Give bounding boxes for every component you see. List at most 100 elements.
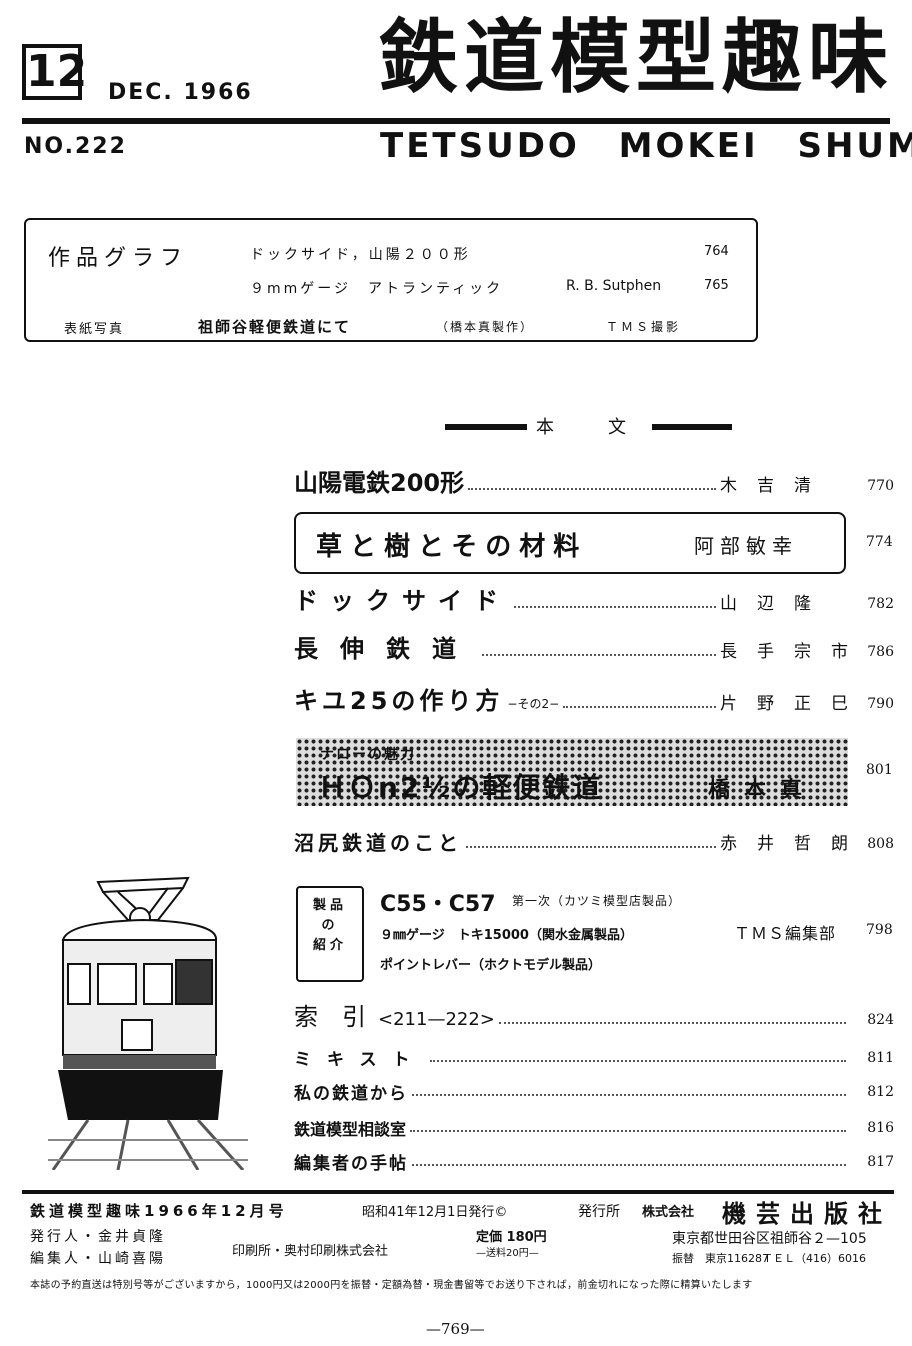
toc-title: 私の鉄道から [294,1084,408,1104]
graph-item-title[interactable]: ドックサイド，山陽２００形 [250,247,471,263]
toc-page: 790 [867,696,894,712]
toc-page: 808 [867,836,894,852]
section-bar-right [652,424,732,430]
publisher-account: 振替 東京116287 [672,1252,769,1265]
graph-label: 作品グラフ [48,246,189,271]
issue-serial: NO.222 [24,134,127,159]
cover-label: 表紙写真 [64,322,125,337]
footer-rule [22,1190,894,1194]
cover-maker: （橋本真製作） [436,320,535,334]
graph-item-title[interactable]: ９mmゲージ アトランティック [250,281,504,297]
graph-item-author: R. B. Sutphen [566,278,662,294]
colophon-issue: 鉄道模型趣味1966年12月号 [30,1202,288,1220]
toc-title: 山陽電鉄200形 [294,469,465,497]
narrow-gauge-entry[interactable]: ナローの魅力 ＨＯn2½の軽便鉄道 橋本真 [296,738,848,806]
graph-item-page: 765 [704,278,729,293]
toc-page: 770 [867,478,894,494]
colophon-issuer: 発行人・金井貞隆 [30,1229,166,1245]
toc-subtitle: −その2− [507,697,560,711]
publisher-kind: 株式会社 [642,1205,695,1220]
products-author: ＴＭＳ編集部 [734,924,837,943]
feature-page: 774 [866,534,893,550]
graph-section: 作品グラフ ドックサイド，山陽２００形 764 ９mmゲージ アトランティック … [24,218,758,342]
magazine-title-en: TETSUDO MOKEI SHUMI [380,126,912,166]
toc-page: 817 [867,1154,894,1170]
toc-entry[interactable]: ミキスト 811 [294,1034,894,1070]
leader-dots [514,606,716,608]
magazine-title-jp: 鉄道模型趣味 [378,11,894,104]
leader-dots [482,654,716,656]
feature-entry[interactable]: 草と樹とその材料 阿部敏幸 [294,512,846,574]
section-bar-left [445,424,527,430]
toc-entry[interactable]: 山陽電鉄200形 木吉清 770 [294,462,894,498]
narrow-title: ＨＯn2½の軽便鉄道 [318,771,603,804]
page-number: —769— [426,1320,485,1338]
toc-page: 824 [867,1012,894,1028]
products-label-box: 製品 の 紹介 [296,886,364,982]
toc-title: 索 引 [294,1003,366,1031]
products-page: 798 [866,922,893,938]
toc-page: 816 [867,1120,894,1136]
issue-number: 12 [22,44,87,100]
toc-entry[interactable]: 長伸鉄道 長手宗市 786 [294,628,894,664]
leader-dots [468,488,716,490]
toc-author: 山辺隆 [720,594,831,614]
toc-page: 782 [867,596,894,612]
colophon-editor: 編集人・山崎喜陽 [30,1251,166,1267]
publisher-address: 東京都世田谷区祖師谷２—105 [672,1231,867,1247]
toc-entry[interactable]: ドックサイド 山辺隆 782 [294,580,894,616]
train-illustration [48,876,248,1170]
leader-dots [410,1130,846,1132]
subscription-note: 本誌の予約直送は特別号等がございますから，1000円又は2000円を振替・定額為… [30,1280,753,1291]
cover-title: 祖師谷軽便鉄道にて [198,318,352,336]
leader-dots [412,1164,846,1166]
product-c55-c57[interactable]: C55・C57 [380,892,496,917]
leader-dots [466,846,716,848]
toc-title: 鉄道模型相談室 [294,1120,407,1139]
cover-photo-credit: ＴＭＳ撮影 [606,320,682,334]
toc-entry[interactable]: 私の鉄道から 812 [294,1068,894,1104]
leader-dots [563,706,716,708]
publisher-name: 機芸出版社 [722,1200,892,1228]
feature-author: 阿部敏幸 [694,534,798,558]
toc-author: 片野正巳 [720,694,868,714]
product-point-lever[interactable]: ポイントレバー（ホクトモデル製品） [380,958,602,973]
leader-dots [498,1022,846,1024]
publisher-tel: ＴＥＬ（416）6016 [762,1252,866,1265]
toc-subtitle: <211—222> [378,1009,495,1030]
toc-title: 編集者の手帖 [294,1154,408,1174]
publisher-label: 発行所 [578,1204,620,1220]
toc-entry[interactable]: 沼尻鉄道のこと 赤井哲朗 808 [294,820,894,856]
toc-entry[interactable]: キユ25の作り方 −その2− 片野正巳 790 [294,680,894,716]
toc-entry[interactable]: 索 引 <211—222> 824 [294,996,894,1032]
toc-author: 赤井哲朗 [720,834,868,854]
narrow-kicker: ナローの魅力 [320,747,416,763]
product-toki15000[interactable]: ９㎜ゲージ トキ15000（関水金属製品） [380,928,633,943]
toc-page: 786 [867,644,894,660]
narrow-author: 橋本真 [708,778,817,803]
colophon-issued: 昭和41年12月1日発行© [362,1205,508,1220]
product-c55-note: 第一次（カツミ模型店製品） [512,894,682,908]
toc-page: 811 [867,1050,894,1066]
toc-title: 長伸鉄道 [294,635,478,663]
header-rule [22,118,890,124]
colophon-printer: 印刷所・奥村印刷株式会社 [232,1244,389,1259]
toc-author: 長手宗市 [720,642,868,662]
feature-title: 草と樹とその材料 [316,532,588,562]
toc-title: キユ25の作り方 [294,687,504,715]
toc-title: 沼尻鉄道のこと [294,831,462,855]
toc-author: 木吉清 [720,476,831,496]
leader-dots [412,1094,846,1096]
toc-title: ミキスト [294,1050,426,1070]
toc-entry[interactable]: 鉄道模型相談室 816 [294,1104,894,1140]
postage: —送料20円— [476,1248,539,1259]
toc-entry[interactable]: 編集者の手帖 817 [294,1138,894,1174]
toc-page: 812 [867,1084,894,1100]
section-heading: 本 文 [536,417,626,438]
price: 定価 180円 [476,1230,547,1245]
issue-date: DEC. 1966 [108,80,253,105]
leader-dots [429,1060,846,1062]
products-label: 製品 の 紹介 [312,898,348,953]
graph-item-page: 764 [704,244,729,259]
toc-title: ドックサイド [294,587,510,615]
